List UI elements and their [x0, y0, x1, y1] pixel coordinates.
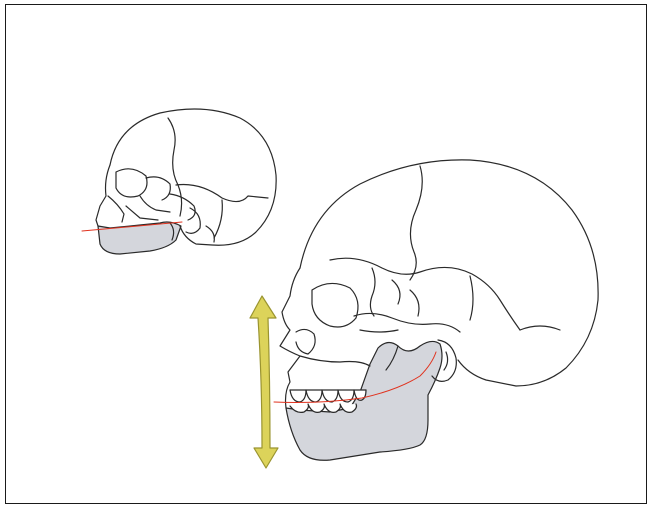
- infant-cranium: [110, 109, 276, 245]
- adult-skull: [280, 160, 598, 460]
- infant-mandible: [98, 222, 181, 254]
- adult-mandible: [286, 341, 442, 460]
- infant-skull: [96, 109, 276, 254]
- adult-cranium: [300, 160, 598, 386]
- vertical-double-arrow-icon: [250, 296, 278, 468]
